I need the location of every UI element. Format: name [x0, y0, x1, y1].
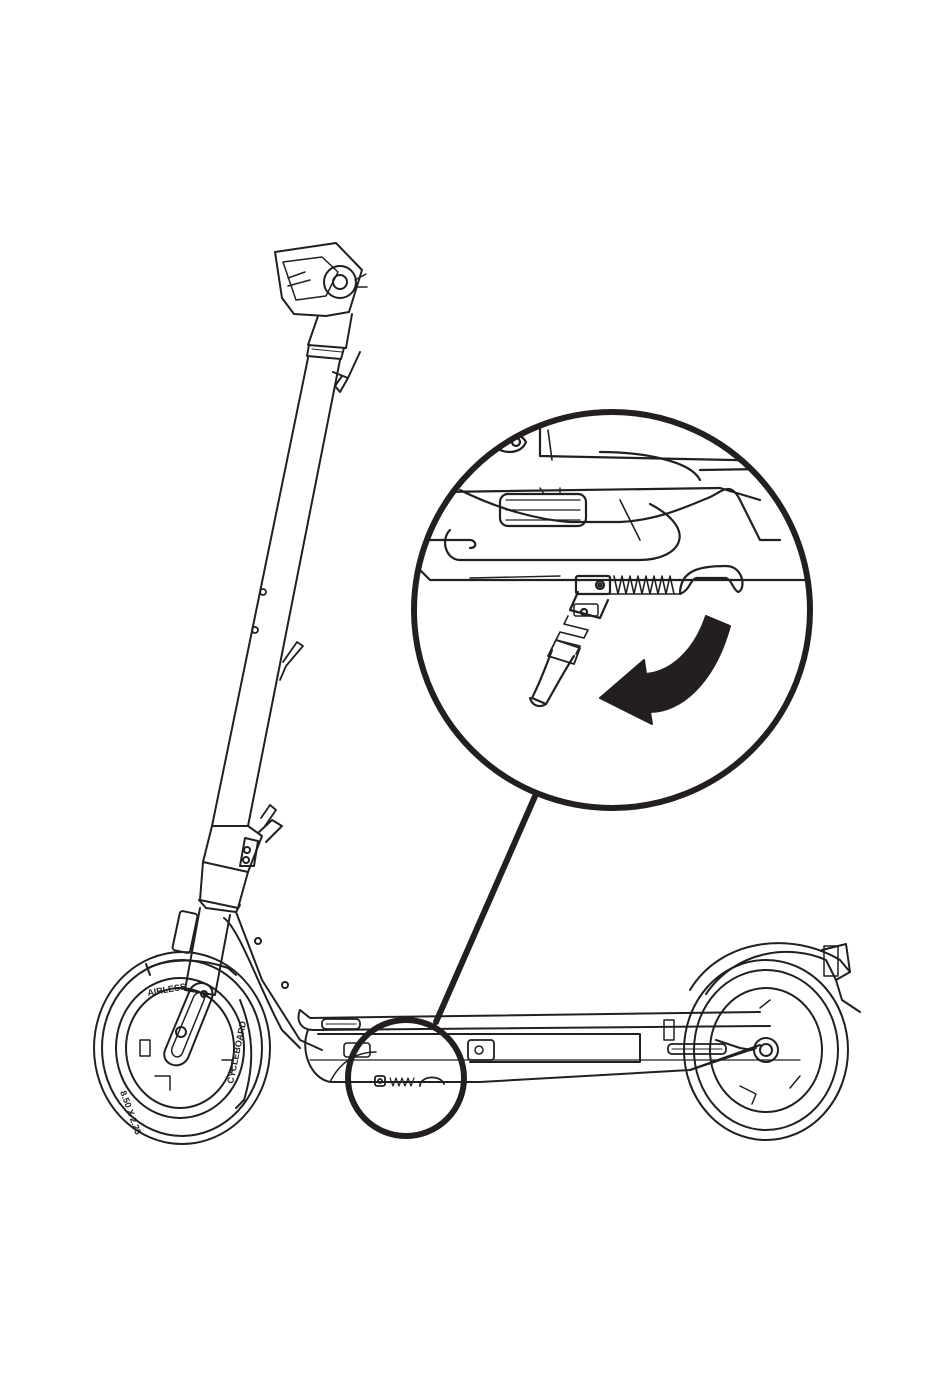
- rear-wheel: [684, 943, 860, 1140]
- callout-marker-circle: [348, 1020, 464, 1136]
- steering-stem: [307, 314, 352, 359]
- handlebar-head: [275, 243, 367, 316]
- folding-latch: [199, 820, 282, 912]
- tube-fixings: [252, 589, 303, 826]
- tire-size-text: 8.50 X 2.25: [118, 1089, 143, 1136]
- rotate-down-arrow-icon: [600, 616, 730, 724]
- deck: [299, 1010, 800, 1082]
- callout-leader-line: [436, 794, 536, 1022]
- kickstand-detail-magnifier: [410, 412, 830, 808]
- front-wheel: [94, 952, 270, 1144]
- upright-tube: [212, 358, 340, 826]
